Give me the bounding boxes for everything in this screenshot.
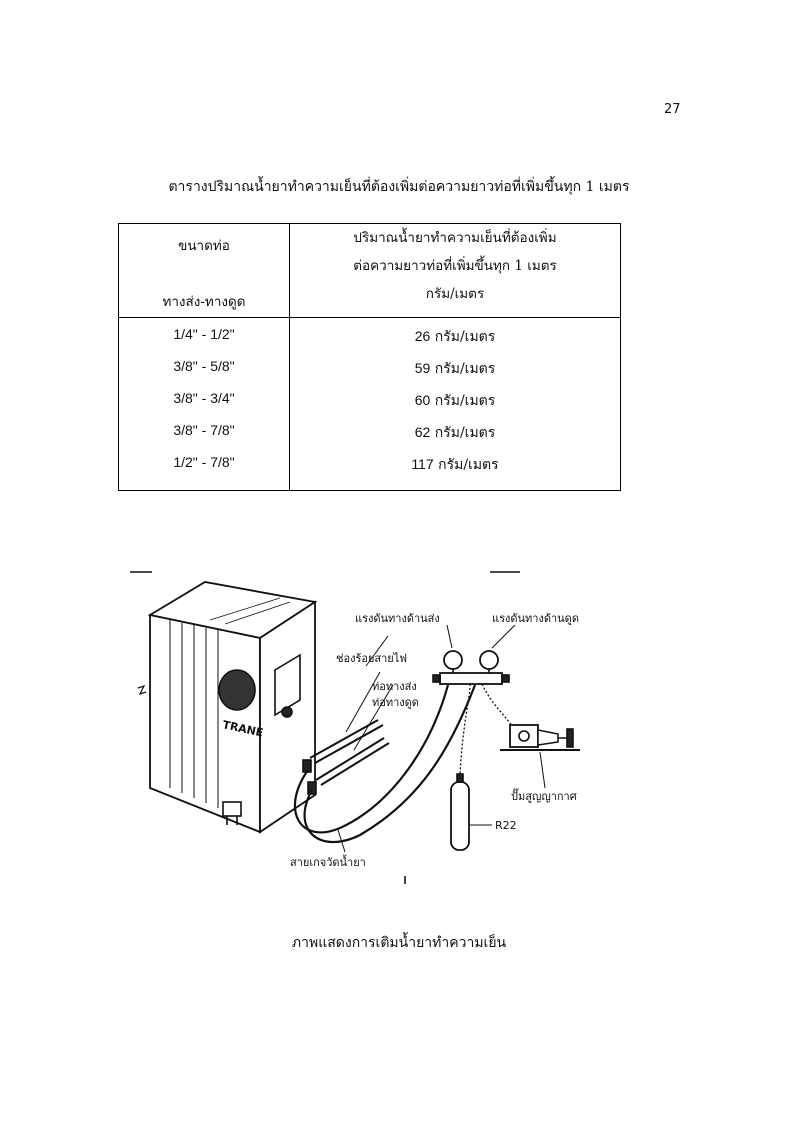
manifold-body	[439, 672, 503, 685]
amount-unit: กรัม/เมตร	[438, 457, 499, 473]
discharge-pipe	[309, 719, 379, 759]
r22-cylinder	[450, 773, 470, 851]
pump-end-cap	[566, 728, 574, 748]
wire-hole-icon	[281, 706, 293, 718]
label-wire-hole: ช่องร้อยสายไฟ	[336, 652, 407, 665]
label-discharge-pipe: ท่อทางส่ง	[372, 680, 417, 693]
hose-to-pump	[481, 683, 516, 731]
vacuum-pump	[500, 724, 580, 751]
cylinder-body	[450, 781, 470, 851]
amount-value: 60	[414, 392, 431, 408]
amount-unit: กรัม/เมตร	[434, 425, 496, 441]
pipe-size-cell: 3/8" - 3/4"	[173, 390, 235, 406]
pipe-size-cell: 1/4" - 1/2"	[173, 326, 235, 342]
amount-cell: 26 กรัม/เมตร	[290, 326, 620, 358]
header-pipe-size-label: ขนาดท่อ	[178, 238, 230, 254]
leader-line	[337, 829, 346, 853]
manifold-knob	[432, 674, 441, 683]
leader-line	[353, 684, 394, 751]
leader-line	[365, 635, 389, 667]
figure-caption: ภาพแสดงการเติมน้ำยาทำความเย็น	[291, 935, 507, 951]
hose-to-cylinder	[459, 683, 471, 776]
amount-value: 117	[411, 456, 434, 472]
pipe-size-cell: 3/8" - 5/8"	[173, 358, 235, 374]
header-amount-line2: ต่อความยาวท่อที่เพิ่มขึ้นทุก 1 เมตร	[353, 258, 557, 274]
refrigerant-table: ขนาดท่อ ทางส่ง-ทางดูด ปริมาณน้ำยาทำความเ…	[118, 223, 621, 491]
service-panel	[274, 653, 301, 717]
unit-foot	[222, 801, 242, 817]
pipe-size-cell: 3/8" - 7/8"	[173, 422, 235, 438]
amount-unit: กรัม/เมตร	[434, 329, 496, 345]
label-high-pressure: แรงดันทางด้านส่ง	[355, 612, 440, 625]
amount-cell: 59 กรัม/เมตร	[290, 358, 620, 390]
unit-top-line	[209, 597, 281, 621]
pump-motor	[537, 729, 559, 746]
pipe-size-cell: 1/2" - 7/8"	[173, 454, 235, 470]
table-title: ตารางปริมาณน้ำยาทำความเย็นที่ต้องเพิ่มต่…	[168, 179, 630, 195]
discharge-pipe	[314, 724, 384, 764]
amount-cell: 62 กรัม/เมตร	[290, 422, 620, 454]
low-pressure-gauge-icon	[479, 650, 499, 670]
gauge-manifold	[432, 650, 510, 685]
header-pipe-size: ขนาดท่อ ทางส่ง-ทางดูด	[118, 223, 290, 318]
leader-line	[446, 624, 453, 649]
suction-pipe	[315, 737, 385, 781]
manifold-knob	[501, 674, 510, 683]
header-amount: ปริมาณน้ำยาทำความเย็นที่ต้องเพิ่ม ต่อควา…	[289, 223, 621, 318]
header-amount-unit: กรัม/เมตร	[425, 286, 485, 302]
amount-unit: กรัม/เมตร	[434, 393, 496, 409]
brand-emblem-icon	[218, 669, 256, 711]
header-amount-line1: ปริมาณน้ำยาทำความเย็นที่ต้องเพิ่ม	[353, 230, 557, 246]
amount-value: 26	[414, 328, 431, 344]
label-low-pressure: แรงดันทางด้านดูด	[492, 612, 579, 625]
amount-cell: 60 กรัม/เมตร	[290, 390, 620, 422]
leader-line	[539, 751, 546, 789]
table-body-row: 1/4" - 1/2" 3/8" - 5/8" 3/8" - 3/4" 3/8"…	[118, 317, 621, 491]
amount-column: 26 กรัม/เมตร 59 กรัม/เมตร 60 กรัม/เมตร 6…	[290, 318, 621, 491]
label-vacuum-pump: ปั๊มสูญญากาศ	[511, 788, 577, 803]
refrigerant-charging-diagram: TRANE	[130, 571, 580, 884]
gauge-hose-low	[303, 684, 477, 844]
unit-top-line	[224, 601, 291, 625]
break-mark	[137, 684, 147, 696]
table-header-row: ขนาดท่อ ทางส่ง-ทางดูด ปริมาณน้ำยาทำความเ…	[118, 223, 621, 318]
page-number: 27	[664, 102, 681, 117]
leader-line	[345, 671, 381, 733]
high-pressure-gauge-icon	[443, 650, 463, 670]
amount-cell: 117 กรัม/เมตร	[290, 454, 620, 486]
amount-value: 62	[414, 424, 431, 440]
gauge-hose-high	[293, 684, 450, 834]
amount-unit: กรัม/เมตร	[434, 361, 496, 377]
pump-gauge-icon	[518, 730, 530, 742]
label-suction-pipe: ท่อทางดูด	[372, 696, 419, 709]
pump-body	[509, 724, 539, 748]
amount-value: 59	[414, 360, 431, 376]
suction-pipe	[320, 742, 390, 786]
cylinder-valve-icon	[456, 773, 464, 783]
condensing-unit: TRANE	[137, 581, 318, 834]
label-gauge-hose: สายเกจวัดน้ำยา	[290, 854, 366, 869]
pipe-size-column: 1/4" - 1/2" 3/8" - 5/8" 3/8" - 3/4" 3/8"…	[118, 317, 290, 491]
label-r22: R22	[495, 819, 517, 832]
service-valve-icon	[307, 781, 317, 795]
leader-line	[491, 624, 516, 649]
header-discharge-suction-label: ทางส่ง-ทางดูด	[162, 294, 246, 310]
